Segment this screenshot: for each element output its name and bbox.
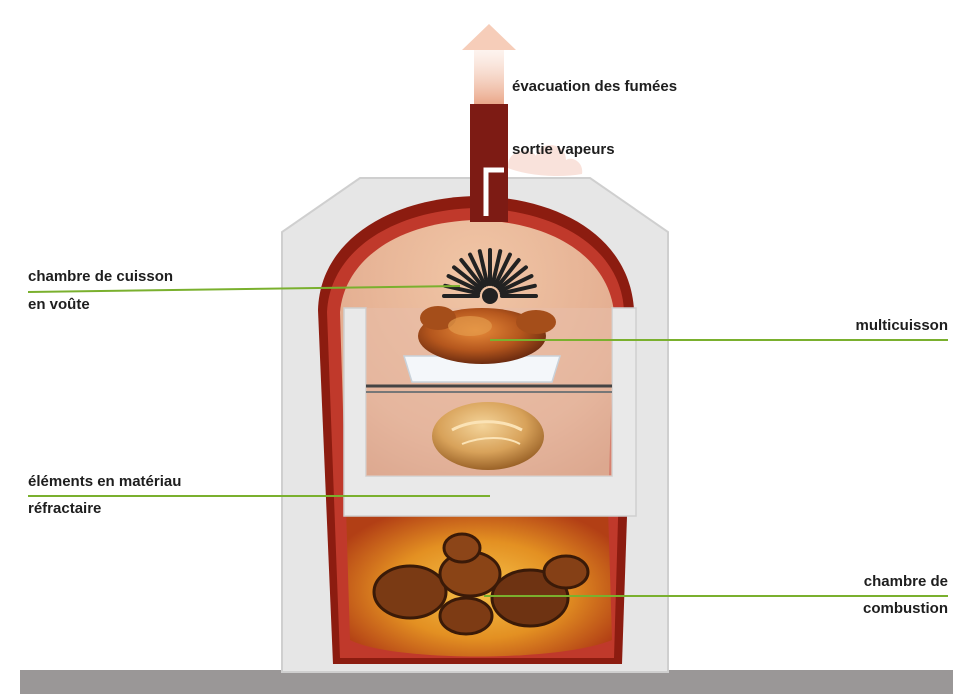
label-sortie-vapeurs: sortie vapeurs bbox=[512, 138, 615, 162]
bread-loaf bbox=[432, 402, 544, 470]
label-multicuisson: multicuisson bbox=[855, 314, 948, 338]
chimney bbox=[470, 104, 508, 222]
ground-slab bbox=[20, 670, 953, 694]
label-combustion-line2: combustion bbox=[863, 597, 948, 621]
label-evacuation-fumees: évacuation des fumées bbox=[512, 75, 677, 99]
label-chambre-cuisson-line1: chambre de cuisson bbox=[28, 265, 173, 289]
label-chambre-cuisson-line2: en voûte bbox=[28, 293, 90, 317]
label-refractaire-line1: éléments en matériau bbox=[28, 470, 181, 494]
label-refractaire-line2: réfractaire bbox=[28, 497, 101, 521]
label-combustion-line1: chambre de bbox=[864, 570, 948, 594]
smoke-arrow bbox=[462, 24, 516, 108]
